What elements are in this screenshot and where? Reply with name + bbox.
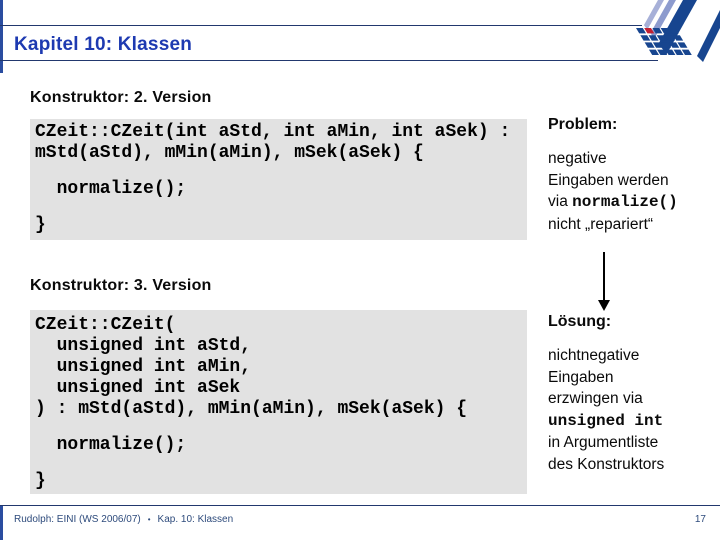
section-heading-version-3: Konstruktor: 3. Version — [30, 277, 212, 294]
section-heading-version-2: Konstruktor: 2. Version — [30, 89, 212, 106]
problem-panel: Problem: negative Eingaben werden via no… — [548, 116, 720, 235]
code-blank-line — [35, 164, 527, 179]
code-line: CZeit::CZeit( — [35, 315, 176, 335]
solution-heading: Lösung: — [548, 313, 612, 330]
code-line: unsigned int aMin, — [35, 357, 252, 377]
solution-line: erzwingen via — [548, 390, 643, 407]
logo-tile-grid — [636, 28, 692, 55]
problem-line: negative — [548, 150, 607, 167]
solution-line: nichtnegative — [548, 347, 640, 364]
header-rule-bottom — [0, 60, 658, 61]
problem-line: via — [548, 193, 573, 210]
solution-line: des Konstruktors — [548, 455, 665, 473]
footer-rule — [0, 505, 720, 506]
footer-bullet-icon: • — [147, 515, 151, 524]
university-logo-icon — [636, 0, 720, 62]
solution-line: Eingaben — [548, 368, 614, 386]
code-line: mStd(aStd), mMin(aMin), mSek(aSek) { — [35, 143, 424, 163]
problem-code-ref: normalize() — [572, 193, 678, 211]
footer-chapter: Kap. 10: Klassen — [157, 514, 234, 525]
code-blank-line — [35, 420, 527, 435]
code-line: unsigned int aStd, — [35, 336, 252, 356]
code-line: } — [35, 471, 46, 491]
code-line: normalize(); — [35, 179, 187, 199]
footer: Rudolph: EINI (WS 2006/07) • Kap. 10: Kl… — [14, 514, 706, 525]
code-blank-line — [35, 456, 527, 471]
left-accent-bar-top — [0, 0, 3, 73]
problem-text: negative Eingaben werden via normalize()… — [548, 148, 720, 235]
code-block-version-3: CZeit::CZeit( unsigned int aStd, unsigne… — [30, 310, 527, 494]
footer-author: Rudolph: EINI (WS 2006/07) — [14, 514, 141, 525]
problem-line: Eingaben werden — [548, 171, 669, 189]
code-line: normalize(); — [35, 435, 187, 455]
page-number: 17 — [694, 514, 706, 525]
code-line: ) : mStd(aStd), mMin(aMin), mSek(aSek) { — [35, 399, 468, 419]
solution-code-ref: unsigned int — [548, 411, 664, 430]
solution-text: nichtnegative Eingaben erzwingen via uns… — [548, 345, 720, 475]
solution-line: in Argumentliste — [548, 434, 659, 451]
code-line: } — [35, 215, 46, 235]
code-block-version-2: CZeit::CZeit(int aStd, int aMin, int aSe… — [30, 119, 527, 240]
page-title: Kapitel 10: Klassen — [14, 34, 193, 55]
header-rule-top — [0, 25, 642, 26]
down-arrow-icon — [597, 252, 611, 311]
code-blank-line — [35, 200, 527, 215]
code-line: CZeit::CZeit(int aStd, int aMin, int aSe… — [35, 122, 511, 142]
solution-panel: Lösung: nichtnegative Eingaben erzwingen… — [548, 313, 720, 475]
code-line: unsigned int aSek — [35, 378, 241, 398]
problem-heading: Problem: — [548, 116, 618, 133]
problem-line: nicht „repariert“ — [548, 215, 654, 233]
left-accent-bar-bottom — [0, 505, 3, 540]
